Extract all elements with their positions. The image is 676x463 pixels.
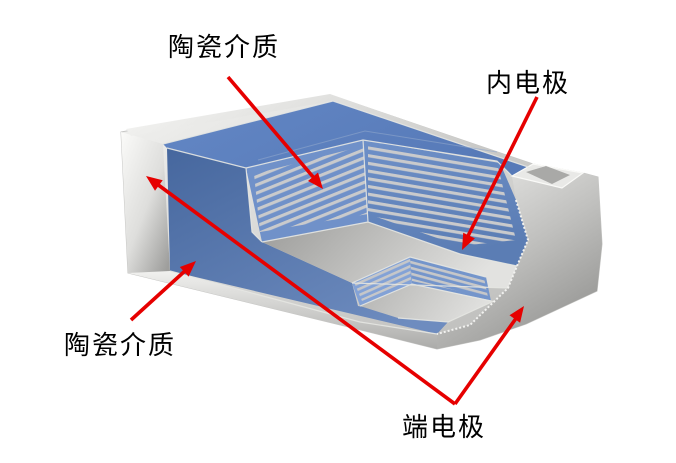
arrow-inner-electrode: [462, 96, 539, 250]
front-ceramic-face: [167, 148, 448, 334]
label-inner-electrode: 内电极: [486, 68, 571, 98]
left-terminal-cap: [121, 132, 170, 273]
lower-step-right-wing-electrode-stripes: [410, 259, 488, 297]
mlcc-chip: [120, 94, 603, 350]
label-ceramic-dielectric-left: 陶瓷介质: [64, 330, 177, 360]
lower-step-left-wing-electrode-stripes: [354, 259, 411, 301]
arrow-terminal-electrode: [146, 176, 524, 406]
label-terminal-electrode: 端电极: [402, 412, 487, 442]
upper-cut-right-wing-electrode-stripes: [368, 146, 516, 246]
right-cap-inner-edge: [436, 199, 530, 335]
lower-exposed-electrode-floor: [360, 284, 494, 322]
top-cover-layer-line: [257, 130, 498, 161]
edge-highlights: [162, 100, 535, 335]
bottom-edge-rim: [128, 271, 437, 349]
annotation-arrows: [129, 75, 539, 406]
arrow-ceramic-top: [226, 75, 323, 189]
top-back-edge: [126, 94, 534, 170]
right-cap-post-recess: [526, 166, 570, 184]
arrow-ceramic-left: [129, 261, 196, 322]
top-ceramic-face: [163, 101, 534, 176]
upper-cut-left-wing-electrode-stripes: [254, 146, 368, 232]
label-ceramic-dielectric-top: 陶瓷介质: [168, 32, 281, 62]
